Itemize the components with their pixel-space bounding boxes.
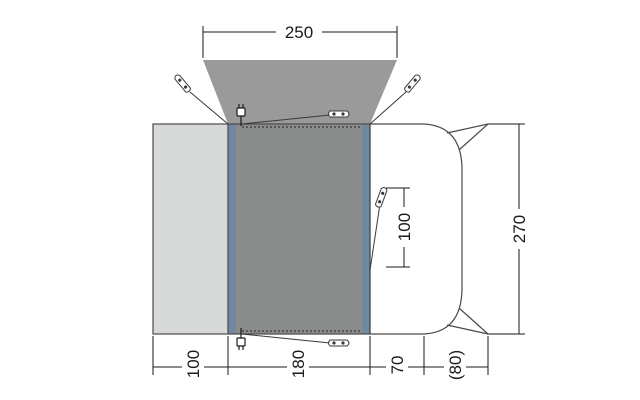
inner-panel-length-label: 100 <box>395 213 414 241</box>
canopy-awning <box>203 60 397 124</box>
bottom-tensioner <box>241 333 350 347</box>
right-section-width-label: 70 <box>388 356 407 375</box>
center-section <box>228 124 370 334</box>
rear-guy-lines <box>446 123 489 335</box>
bottom-dimension-chain: 100 180 70 (80) <box>152 336 489 390</box>
floor-outline <box>152 123 371 335</box>
side-length-dimension: 270 <box>488 123 533 335</box>
power-plug-icon-top <box>236 104 246 126</box>
canopy-width-label: 250 <box>285 23 313 42</box>
center-blue-strip-left <box>228 124 236 334</box>
inner-panel-dimension: 100 <box>386 187 417 268</box>
guy-line-right <box>369 74 421 125</box>
rear-extension-width-label: (80) <box>446 350 465 380</box>
center-blue-strip-right <box>362 124 370 334</box>
side-tensioner <box>369 187 388 271</box>
side-length-label: 270 <box>510 215 529 243</box>
top-tensioner <box>241 110 350 125</box>
center-section-width-label: 180 <box>289 350 308 378</box>
canopy-width-dimension: 250 <box>202 20 398 58</box>
guy-line-left <box>174 74 229 125</box>
left-section-width-label: 100 <box>184 350 203 378</box>
power-plug-icon-bottom <box>236 328 246 350</box>
left-section <box>153 124 228 334</box>
